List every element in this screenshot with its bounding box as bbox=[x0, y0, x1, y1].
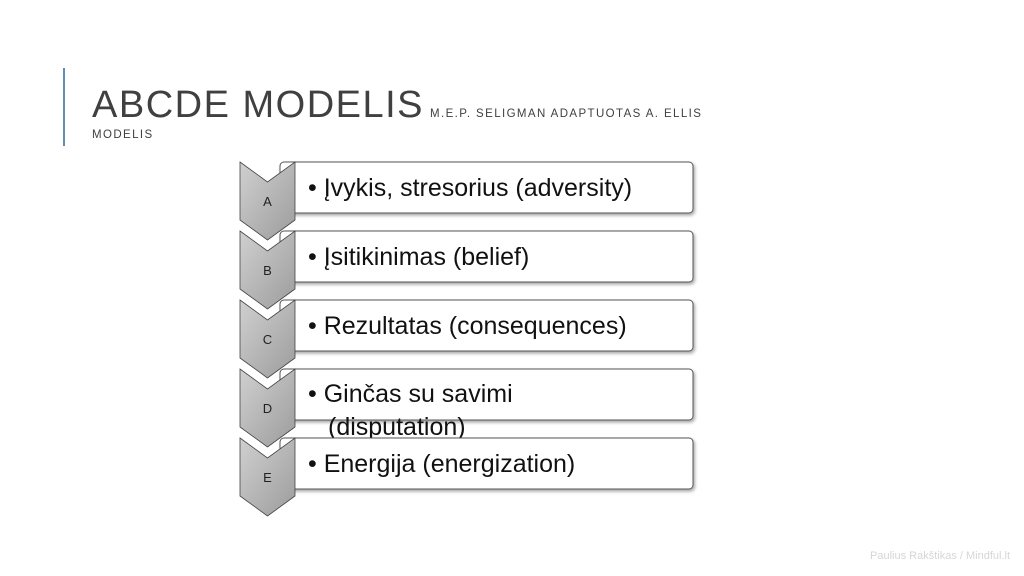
title-subtitle-continued: modelis bbox=[92, 129, 154, 141]
step-letter: A bbox=[263, 194, 272, 209]
step-text: • Energija (energization) bbox=[308, 450, 575, 478]
step-chevron bbox=[239, 161, 296, 241]
step-text: • Įsitikinimas (belief) bbox=[308, 243, 529, 271]
slide-title: ABCDE modelisM.E.P. Seligman adaptuotas … bbox=[92, 86, 992, 142]
step-c: C • Rezultatas (consequences) bbox=[239, 299, 694, 379]
title-main: ABCDE modelis bbox=[92, 84, 425, 126]
step-b: B • Įsitikinimas (belief) bbox=[239, 230, 694, 310]
step-chevron bbox=[239, 368, 296, 448]
step-text-continued: (disputation) bbox=[328, 413, 466, 441]
step-letter: E bbox=[263, 470, 272, 485]
step-letter: C bbox=[263, 332, 272, 347]
step-letter: D bbox=[263, 401, 272, 416]
title-subtitle: M.E.P. Seligman adaptuotas A. Ellis bbox=[430, 108, 703, 120]
step-text: • Rezultatas (consequences) bbox=[308, 312, 627, 340]
step-chevron bbox=[239, 437, 296, 517]
step-chevron bbox=[239, 299, 296, 379]
accent-bar bbox=[63, 68, 65, 146]
step-chevron bbox=[239, 230, 296, 310]
footer-credit: Paulius Rakštikas / Mindful.lt bbox=[870, 550, 1010, 562]
step-text: • Įvykis, stresorius (adversity) bbox=[308, 174, 632, 202]
step-d: D • Ginčas su savimi (disputation) bbox=[239, 368, 694, 448]
step-a: A • Įvykis, stresorius (adversity) bbox=[239, 161, 694, 241]
step-text: • Ginčas su savimi bbox=[308, 380, 513, 408]
step-letter: B bbox=[263, 263, 272, 278]
step-e: E • Energija (energization) bbox=[239, 437, 694, 517]
